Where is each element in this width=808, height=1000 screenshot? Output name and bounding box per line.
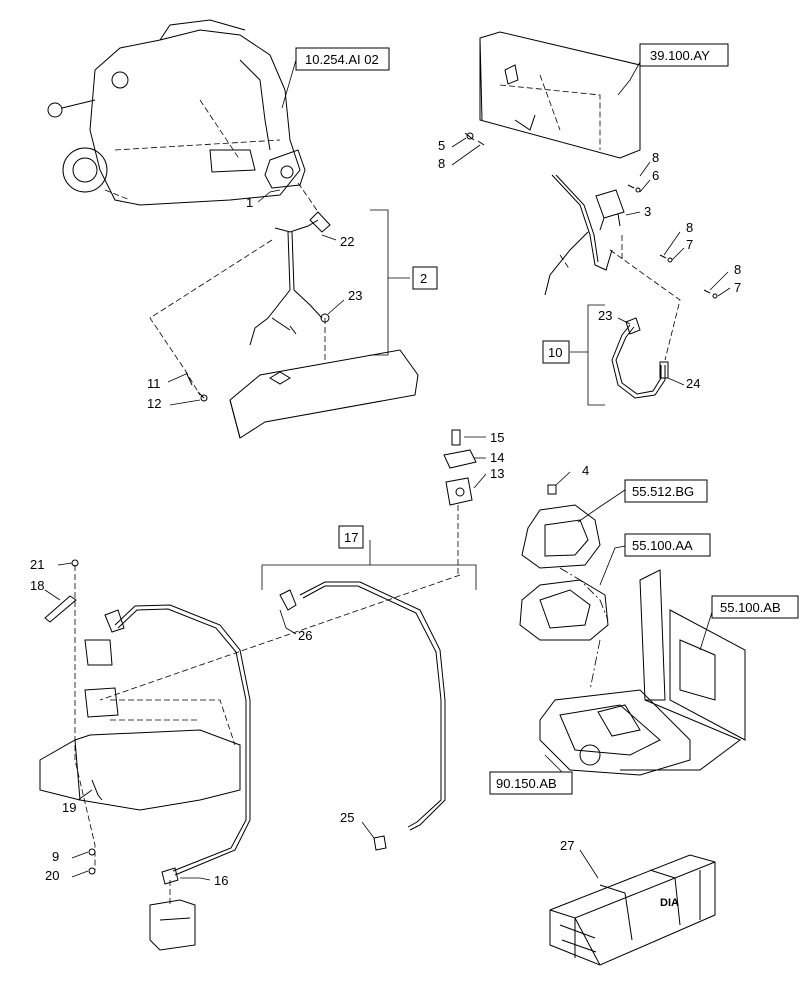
callout-4: 4 xyxy=(582,463,589,478)
callout-17: 17 xyxy=(344,530,358,545)
ref-box-10 xyxy=(542,340,570,364)
ref-55100aa[interactable]: 55.100.AA xyxy=(632,538,693,553)
callout-16: 16 xyxy=(214,873,228,888)
callout-7b: 7 xyxy=(734,280,741,295)
callout-23a: 23 xyxy=(348,288,362,303)
ref-box-10254[interactable] xyxy=(295,47,390,71)
callout-2: 2 xyxy=(420,271,427,286)
callout-22: 22 xyxy=(340,234,354,249)
callout-11: 11 xyxy=(147,376,161,391)
callout-19: 19 xyxy=(62,800,76,815)
ref-box-2 xyxy=(412,266,438,290)
tank-39100 xyxy=(479,31,641,159)
ref-55100ab[interactable]: 55.100.AB xyxy=(720,600,781,615)
callout-23b: 23 xyxy=(598,308,612,323)
callout-8c: 8 xyxy=(686,220,693,235)
ref-90150[interactable]: 90.150.AB xyxy=(496,776,557,791)
crate-27 xyxy=(549,854,716,966)
ref-box-90150[interactable] xyxy=(489,771,573,795)
callout-8d: 8 xyxy=(734,262,741,277)
battery-frame xyxy=(39,574,461,951)
callout-13: 13 xyxy=(490,466,504,481)
cab-frame xyxy=(620,569,746,771)
callout-14: 14 xyxy=(490,450,504,465)
callout-5: 5 xyxy=(438,138,445,153)
callout-1: 1 xyxy=(246,195,253,210)
ref-box-17 xyxy=(338,525,364,549)
callout-26: 26 xyxy=(298,628,312,643)
console-assembly xyxy=(519,504,691,776)
part-1-bracket xyxy=(257,149,306,203)
callout-12: 12 xyxy=(147,396,161,411)
ref-55512[interactable]: 55.512.BG xyxy=(632,484,694,499)
ref-box-55512[interactable] xyxy=(624,479,708,503)
callout-3: 3 xyxy=(644,204,651,219)
callout-18: 18 xyxy=(30,578,44,593)
parts-13-14-15 xyxy=(443,429,477,575)
callout-21: 21 xyxy=(30,557,44,572)
harness-assembly-2 xyxy=(249,182,331,346)
cable-16 xyxy=(104,604,251,885)
callout-25: 25 xyxy=(340,810,354,825)
callout-15: 15 xyxy=(490,430,504,445)
callout-10: 10 xyxy=(548,345,562,360)
ref-box-39100[interactable] xyxy=(639,43,729,67)
part-3-switch xyxy=(595,189,625,231)
engine-block xyxy=(47,19,301,206)
callout-6: 6 xyxy=(652,168,659,183)
callout-8a: 8 xyxy=(438,156,445,171)
ref-10254[interactable]: 10.254.AI 02 xyxy=(305,52,379,67)
callout-24: 24 xyxy=(686,376,700,391)
hose-assembly-10 xyxy=(611,317,669,399)
cross-member xyxy=(229,318,419,439)
ref-box-55100ab[interactable] xyxy=(711,595,799,619)
callout-20: 20 xyxy=(45,868,59,883)
callout-9: 9 xyxy=(52,849,59,864)
ref-39100[interactable]: 39.100.AY xyxy=(650,48,710,63)
crate-logo: DIA xyxy=(660,897,679,909)
callout-27: 27 xyxy=(560,838,574,853)
cable-17 xyxy=(279,581,446,851)
ref-box-55100aa[interactable] xyxy=(624,533,711,557)
callout-8b: 8 xyxy=(652,150,659,165)
callout-7a: 7 xyxy=(686,237,693,252)
